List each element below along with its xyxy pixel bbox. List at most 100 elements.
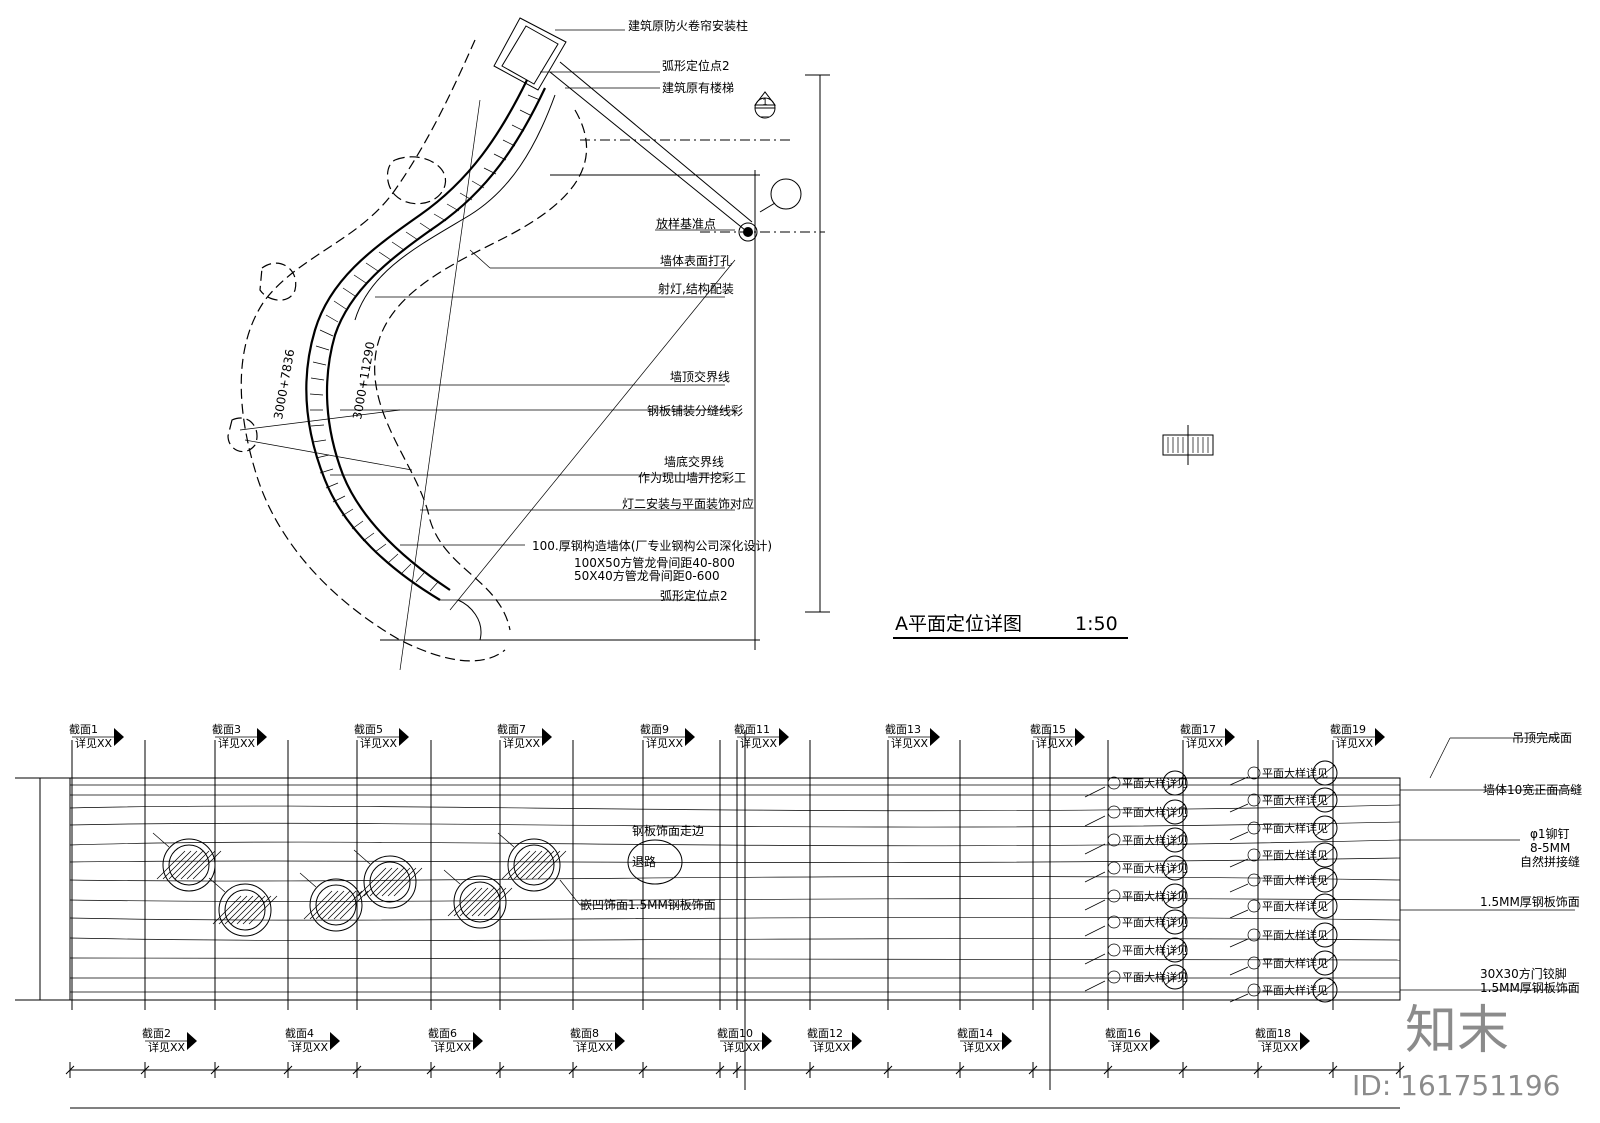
svg-text:1.5MM厚钢板饰面: 1.5MM厚钢板饰面: [1480, 981, 1580, 995]
wall-inner-face: [325, 87, 546, 591]
section-no: 截面13: [885, 722, 921, 736]
section-detail: 详见XX: [740, 736, 778, 750]
section-detail: 详见XX: [1036, 736, 1074, 750]
detail-tag: 平面大样详见: [1229, 950, 1338, 976]
svg-text:钢板铺装分缝线彩: 钢板铺装分缝线彩: [647, 403, 743, 418]
section-detail: 详见XX: [1261, 1040, 1299, 1054]
svg-text:100X50方管龙骨间距40-800: 100X50方管龙骨间距40-800: [574, 555, 735, 570]
section-no: 截面4: [285, 1026, 314, 1040]
svg-text:30X30方门铰脚: 30X30方门铰脚: [1480, 966, 1567, 981]
svg-text:吊顶完成面: 吊顶完成面: [1512, 730, 1572, 745]
detail-tag: 平面大样详见: [1084, 883, 1188, 911]
section-detail: 详见XX: [218, 736, 256, 750]
section-detail: 详见XX: [646, 736, 684, 750]
svg-text:平面大样详见: 平面大样详见: [1122, 915, 1188, 929]
detail-tag: 平面大样详见: [1229, 787, 1338, 813]
small-detail-symbol: [1162, 425, 1214, 465]
stair-line: [549, 71, 746, 231]
section-arrow: [330, 1032, 340, 1050]
light-fixture: [152, 832, 222, 892]
bottom-dimension-ticks: [65, 1062, 1405, 1078]
svg-text:放样基准点: 放样基准点: [656, 216, 716, 231]
svg-text:墙顶交界线: 墙顶交界线: [670, 369, 730, 384]
section-no: 截面15: [1030, 722, 1066, 736]
svg-text:弧形定位点2: 弧形定位点2: [662, 58, 730, 73]
svg-text:知末: 知末: [1405, 1001, 1509, 1061]
inner-dashed-outline: [374, 109, 587, 631]
section-no: 截面2: [142, 1026, 171, 1040]
light-fixture: [497, 832, 567, 892]
section-no: 截面14: [957, 1026, 993, 1040]
svg-text:平面大样详见: 平面大样详见: [1262, 928, 1328, 942]
detail-tag: 平面大样详见: [1084, 799, 1188, 827]
detail-tag: 平面大样详见: [1229, 922, 1338, 948]
bottom-section-markers: 截面2详见XX截面4详见XX截面6详见XX截面8详见XX截面10详见XX截面12…: [142, 1026, 1310, 1054]
section-detail: 详见XX: [434, 1040, 472, 1054]
section-arrow: [1075, 728, 1085, 746]
section-no: 截面17: [1180, 722, 1216, 736]
light-fixture: [443, 869, 513, 929]
section-arrow: [762, 1032, 772, 1050]
svg-text:平面大样详见: 平面大样详见: [1262, 821, 1328, 835]
light-fixtures: [152, 832, 567, 937]
section-arrow: [1300, 1032, 1310, 1050]
svg-text:墙体10宽正面高缝: 墙体10宽正面高缝: [1483, 782, 1582, 797]
svg-text:平面大样详见: 平面大样详见: [1122, 805, 1188, 819]
svg-text:射灯,结构配装: 射灯,结构配装: [658, 281, 734, 296]
svg-text:平面大样详见: 平面大样详见: [1122, 861, 1188, 875]
svg-text:100.厚钢构造墙体(厂专业钢构公司深化设计): 100.厚钢构造墙体(厂专业钢构公司深化设计): [532, 538, 772, 553]
oval-label: 退路: [632, 854, 656, 869]
wall-outer-face: [305, 79, 528, 601]
section-arrow: [1225, 728, 1235, 746]
section-no: 截面18: [1255, 1026, 1291, 1040]
svg-text:平面大样详见: 平面大样详见: [1122, 833, 1188, 847]
svg-text:平面大样详见: 平面大样详见: [1262, 983, 1328, 997]
section-detail: 详见XX: [576, 1040, 614, 1054]
detail-tag: 平面大样详见: [1229, 760, 1338, 786]
svg-text:自然拼接缝: 自然拼接缝: [1520, 854, 1580, 869]
svg-text:作为现山墙开挖彩工: 作为现山墙开挖彩工: [638, 470, 746, 485]
detail-tag: 平面大样详见: [1084, 855, 1188, 883]
plan-title: A平面定位详图: [895, 613, 1022, 635]
light-fixture: [353, 849, 423, 909]
svg-text:平面大样详见: 平面大样详见: [1262, 848, 1328, 862]
section-arrow: [473, 1032, 483, 1050]
panel-joints: [69, 784, 1401, 993]
watermark: 知末 ID: 161751196: [1352, 1001, 1560, 1102]
section-no: 截面6: [428, 1026, 457, 1040]
section-arrow: [114, 728, 124, 746]
section-arrow: [187, 1032, 197, 1050]
section-detail: 详见XX: [291, 1040, 329, 1054]
light-fixture: [299, 872, 369, 932]
section-no: 截面1: [69, 722, 98, 736]
section-arrow: [542, 728, 552, 746]
section-arrow: [1150, 1032, 1160, 1050]
section-lines: [71, 740, 1334, 1010]
section-arrow: [852, 1032, 862, 1050]
section-detail: 详见XX: [813, 1040, 851, 1054]
section-arrow: [1002, 1032, 1012, 1050]
svg-text:平面大样详见: 平面大样详见: [1122, 776, 1188, 790]
detail-tag: 平面大样详见: [1084, 909, 1188, 937]
section-detail: 详见XX: [1336, 736, 1374, 750]
section-arrow: [399, 728, 409, 746]
section-detail: 详见XX: [360, 736, 398, 750]
svg-text:平面大样详见: 平面大样详见: [1122, 889, 1188, 903]
detail-tag: 平面大样详见: [1084, 827, 1188, 855]
section-marker-1: 1 —: [580, 91, 790, 141]
svg-text:平面大样详见: 平面大样详见: [1262, 956, 1328, 970]
svg-text:平面大样详见: 平面大样详见: [1122, 943, 1188, 957]
north-circle: [770, 178, 802, 210]
top-section-markers: 截面1详见XX截面3详见XX截面5详见XX截面7详见XX截面9详见XX截面11详…: [69, 722, 1385, 750]
edge-label: 钢板饰面走边: [632, 824, 704, 838]
section-no: 截面11: [734, 722, 770, 736]
svg-text:8-5MM: 8-5MM: [1530, 841, 1570, 855]
svg-text:ID: 161751196: ID: 161751196: [1352, 1069, 1560, 1102]
